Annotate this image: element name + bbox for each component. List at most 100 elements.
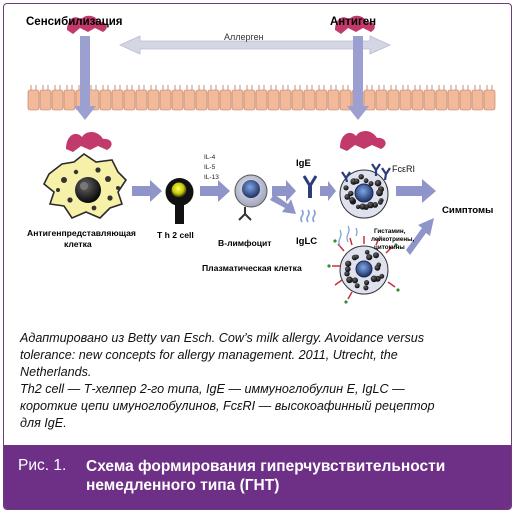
allergy-diagram [27,15,496,304]
epithelial-cell [255,89,268,111]
cilia [222,85,229,90]
cilia [318,85,325,90]
cilia [90,85,97,90]
il13-label: IL-13 [204,174,219,181]
epithelial-cell [27,89,40,111]
cilia [234,85,241,90]
epithelial-cell [147,89,160,111]
epithelial-cell [63,89,76,111]
granule [372,202,378,208]
epithelial-cell [99,89,112,111]
figure-title-banner: Рис. 1. Схема формирования гиперчувствит… [4,445,511,509]
cilia [282,85,289,90]
allergen-top-left [67,15,107,35]
epithelial-cell [159,89,172,111]
granule [374,179,382,187]
plasma-cell-label: Плазматическая клетка [202,263,302,273]
symptoms-label: Симптомы [442,205,494,216]
fceri-label: FcεRI [392,164,416,174]
arrow-th2-to-bcell [200,180,230,202]
figure-title: Схема формирования гиперчувствительности… [86,458,446,494]
granule [363,285,369,291]
epithelial-cell [135,89,148,111]
th2-label: T h 2 cell [157,230,194,240]
cilia [66,85,73,90]
epithelial-cell [231,89,244,111]
sensitization-down-arrow [74,36,96,120]
cilia [174,85,181,90]
cilia [114,85,121,90]
epithelial-cell [459,89,472,111]
epithelial-cell [279,89,292,111]
granule [373,252,379,259]
cilia [30,85,37,90]
epithelial-cell [195,89,208,111]
cilia [54,85,61,90]
epithelial-cell [483,89,496,111]
granule [354,283,360,289]
cilia [42,85,49,90]
epithelial-cell [39,89,52,111]
figure-frame: Сенсибилизация Антиген Аллерген Антигенп… [3,3,512,510]
cilia [162,85,169,90]
arrow-bcell-to-iglc [270,194,296,214]
epithelial-cell [423,89,436,111]
cilia [198,85,205,90]
cilia [246,85,253,90]
cilia [306,85,313,90]
granule [370,275,378,283]
cilia [486,85,493,90]
cilia [270,85,277,90]
allergen-double-arrow [119,35,391,55]
granule [363,178,369,184]
caption-line-4: Th2 cell — Т-хелпер 2-го типа, IgE — имм… [20,382,405,396]
cilia [102,85,109,90]
il4-label: IL-4 [204,154,216,161]
cilia [294,85,301,90]
granule [344,271,350,277]
cilia [414,85,421,90]
allergen-top-right [335,15,375,35]
epithelial-cell [303,89,316,111]
mediators-line2: лейкотриены, [371,236,415,243]
mediator-dots [327,239,400,304]
epithelial-cell [111,89,124,111]
epithelial-cell [399,89,412,111]
granule [367,201,374,209]
cilia [474,85,481,90]
granule [352,277,358,284]
granule [359,203,366,210]
caption-line-1: Адаптировано из Betty van Esch. Cow’s mi… [20,331,425,345]
cilia [342,85,349,90]
fceri-receptors [341,163,391,183]
b-lymphocyte [234,174,268,221]
cilia [450,85,457,90]
cilia [138,85,145,90]
granule [348,190,354,197]
allergen-apc [66,131,112,152]
cilia [126,85,133,90]
epithelial-cell [207,89,220,111]
il5-label: IL-5 [204,164,216,171]
granule [364,280,370,286]
epithelial-cell [411,89,424,111]
arrow-ige-to-mast [320,181,336,201]
cilia [330,85,337,90]
iglc-chains [300,209,316,223]
granule [344,194,351,200]
th2-cell [165,178,194,224]
cilia [438,85,445,90]
epithelial-cell [447,89,460,111]
degranulating-granules [344,249,385,291]
degranulating-mast-cell [327,225,400,304]
mast-cell [339,169,389,219]
cilia [150,85,157,90]
allergen-mast-cell [340,130,386,151]
bcell-label: B-лимфоцит [218,238,272,248]
granule [343,185,349,191]
epithelial-cell [183,89,196,111]
cilia [366,85,373,90]
granule [355,204,361,209]
granule [364,249,370,255]
antigen-down-arrow [347,36,369,120]
